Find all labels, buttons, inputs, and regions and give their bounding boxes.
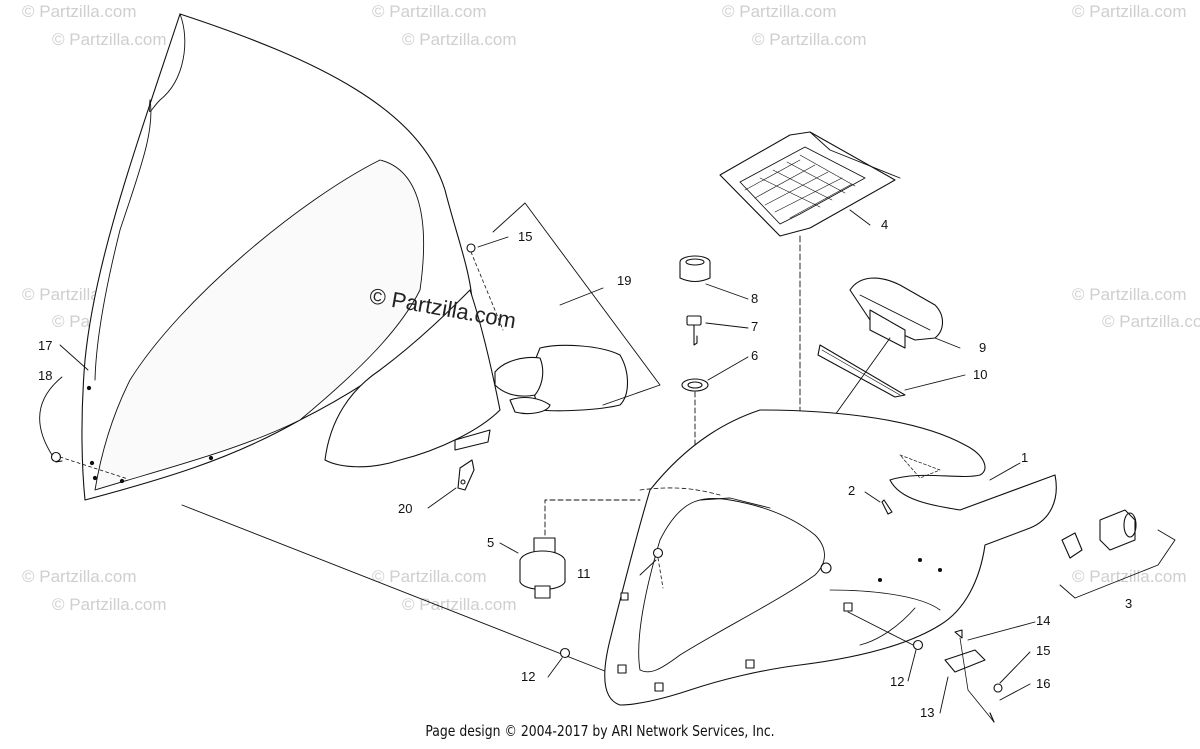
watermark: © Partzilla.com — [22, 567, 137, 586]
callout-2[interactable]: 2 — [848, 483, 856, 498]
callout-1[interactable]: 1 — [1021, 450, 1029, 465]
callout-10[interactable]: 10 — [973, 367, 988, 382]
callout-20[interactable]: 20 — [398, 501, 413, 516]
callout-8[interactable]: 8 — [751, 291, 759, 306]
callout-18[interactable]: 18 — [38, 368, 53, 383]
nut-part — [559, 647, 571, 659]
callout-14[interactable]: 14 — [1036, 613, 1051, 628]
nut-part — [50, 451, 63, 463]
watermark: © Partzilla.com — [752, 30, 867, 49]
watermark: © Partzilla.com — [402, 30, 517, 49]
bezel-part — [681, 378, 709, 392]
copyright-footer: Page design © 2004-2017 by ARI Network S… — [425, 722, 775, 740]
gauge-part — [849, 277, 944, 349]
callout-15[interactable]: 15 — [1036, 643, 1051, 658]
watermark: © Partzilla.com — [22, 2, 137, 21]
windshield-part — [81, 13, 473, 501]
watermark: © Partzilla.com — [52, 30, 167, 49]
callout-12[interactable]: 12 — [890, 674, 905, 689]
hood-part — [604, 409, 1057, 706]
watermark: © Partzilla.com — [52, 595, 167, 614]
watermark: © Partzilla.com — [1072, 2, 1187, 21]
screw-part — [466, 243, 504, 331]
ignition-cap-part — [679, 255, 711, 283]
screw-part — [881, 499, 893, 515]
callout-13[interactable]: 13 — [920, 705, 935, 720]
callout-6[interactable]: 6 — [751, 348, 759, 363]
watermark: © Partzilla.com — [372, 567, 487, 586]
power-outlet-part — [1061, 509, 1137, 559]
callout-9[interactable]: 9 — [979, 340, 987, 355]
mirror-assembly-part — [324, 289, 629, 468]
storage-net-part — [719, 131, 901, 237]
callout-7[interactable]: 7 — [751, 319, 759, 334]
callout-19[interactable]: 19 — [617, 273, 632, 288]
gasket-part — [817, 344, 906, 398]
callout-16[interactable]: 16 — [1036, 676, 1051, 691]
latch-part — [912, 629, 1003, 723]
callout-3[interactable]: 3 — [1125, 596, 1133, 611]
callout-17[interactable]: 17 — [38, 338, 53, 353]
watermark: © Partzilla.com — [402, 595, 517, 614]
watermark: © Partzilla.com — [372, 2, 487, 21]
callout-11[interactable]: 11 — [577, 566, 591, 581]
switch-part — [519, 537, 566, 599]
watermark: © Partzilla.com — [1072, 285, 1187, 304]
key-part — [686, 315, 702, 346]
watermark: © Partzilla.com — [1102, 312, 1200, 331]
pin-fastener-part — [457, 459, 475, 491]
callout-15[interactable]: 15 — [518, 229, 533, 244]
watermark: © Partzilla.com — [722, 2, 837, 21]
callout-4[interactable]: 4 — [881, 217, 889, 232]
callout-12[interactable]: 12 — [521, 669, 536, 684]
callout-5[interactable]: 5 — [487, 535, 495, 550]
screw-part — [652, 547, 664, 589]
